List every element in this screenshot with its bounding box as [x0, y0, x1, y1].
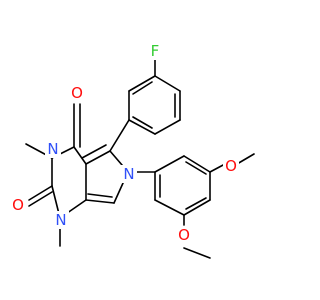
bond	[132, 81, 153, 95]
bond	[154, 119, 181, 135]
bond	[154, 155, 185, 173]
bond	[73, 146, 87, 165]
atom-n3: N	[47, 140, 58, 158]
structure-diagram: F O N O N N O O	[10, 42, 255, 259]
bond	[132, 116, 153, 129]
bond	[128, 75, 156, 92]
bond	[28, 185, 53, 201]
bond	[183, 155, 211, 173]
bond	[183, 199, 211, 216]
bond	[236, 153, 255, 165]
bond	[87, 193, 113, 198]
bond	[85, 150, 111, 165]
bond	[185, 161, 207, 175]
bond	[183, 247, 211, 259]
bond	[185, 197, 207, 210]
bond	[154, 75, 181, 92]
atom-o-carbonyl-top: O	[71, 84, 83, 102]
bond	[209, 163, 226, 173]
bond	[85, 199, 115, 204]
atom-labels: F O N O N N O O	[10, 42, 239, 244]
bond	[154, 199, 185, 216]
bond	[28, 191, 53, 207]
bond	[128, 119, 156, 135]
bond	[109, 119, 130, 152]
atom-o-carbonyl-left: O	[12, 196, 24, 214]
atom-o-methoxy-4: O	[225, 157, 237, 175]
bond	[81, 144, 107, 159]
molecule-canvas: F O N O N N O O	[10, 42, 255, 259]
atom-o-methoxy-3: O	[178, 226, 190, 244]
atom-n6: N	[123, 165, 134, 183]
atom-n1: N	[55, 211, 66, 229]
atom-f: F	[151, 42, 160, 60]
